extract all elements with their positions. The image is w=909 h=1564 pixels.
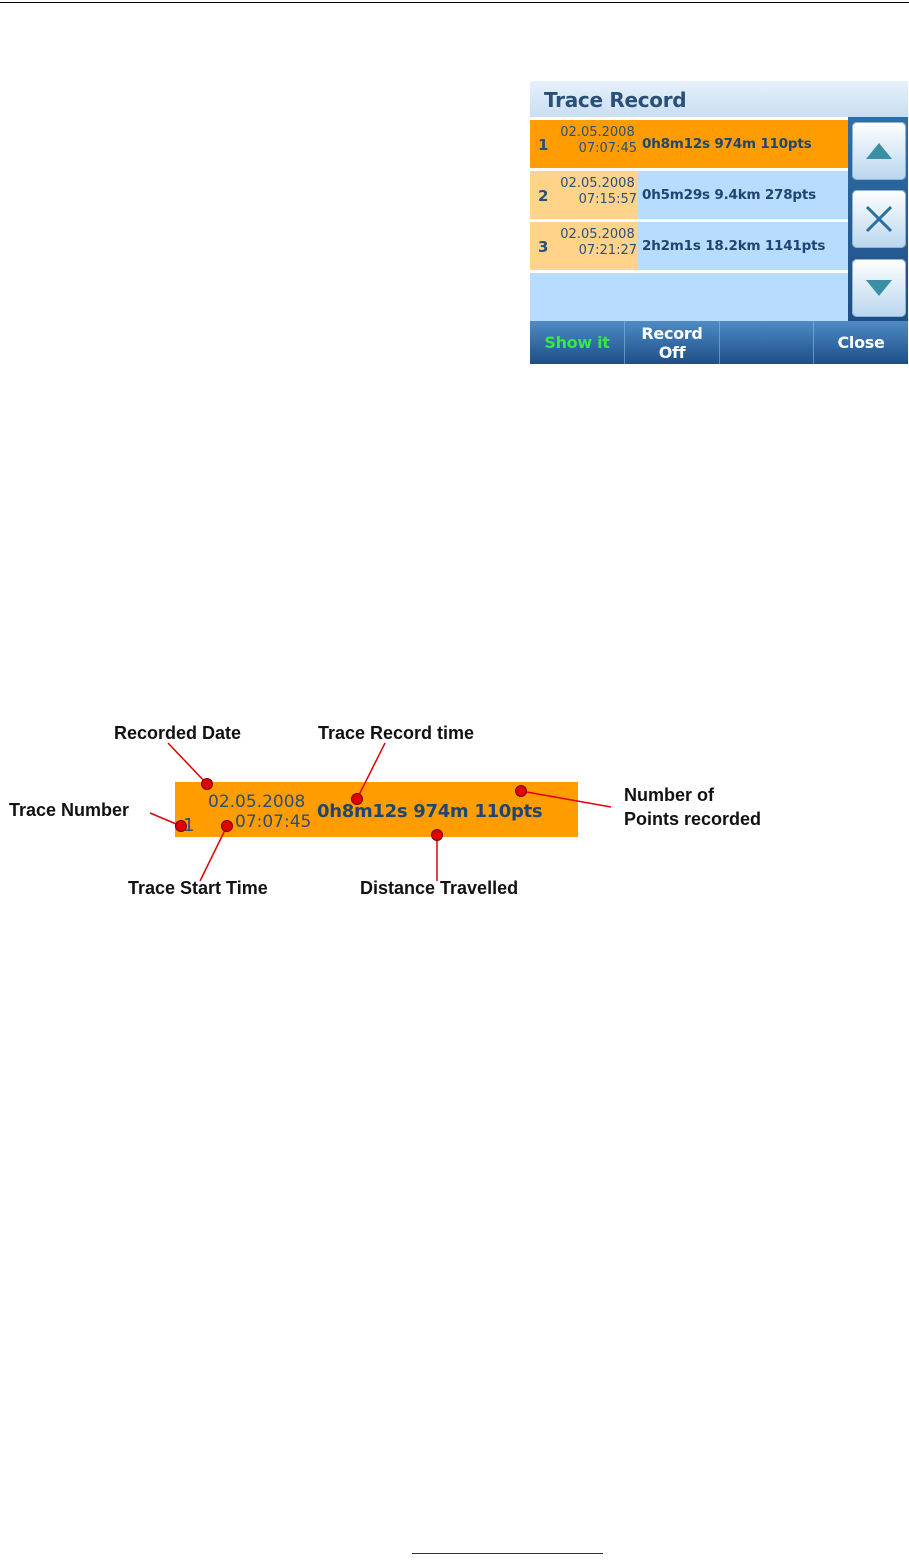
blank-button[interactable] [720,321,813,364]
label-points-line1: Number of [624,785,714,805]
trace-row-2[interactable]: 2 02.05.2008 07:15:57 0h5m29s 9.4km 278p… [530,171,848,219]
trace-stats: 2h2m1s 18.2km 1141pts [642,238,826,254]
title-bar: Trace Record [530,81,908,117]
delete-trace-button[interactable] [852,190,906,248]
trace-list: 1 02.05.2008 07:07:45 0h8m12s 974m 110pt… [530,117,848,321]
trace-stats: 0h5m29s 9.4km 278pts [642,187,816,203]
window-title: Trace Record [544,88,687,112]
down-arrow-icon [866,280,892,296]
trace-record-window: Trace Record 1 02.05.2008 07:07:45 0h8m1… [530,81,908,364]
trace-start-time: 07:15:57 [578,192,637,207]
footer-rule [412,1553,603,1554]
recorded-date-marker [201,778,213,790]
trace-number: 2 [538,187,549,205]
record-off-button[interactable]: Record Off [625,321,719,364]
example-trace-start-time: 07:07:45 [235,812,312,832]
label-trace-start-time: Trace Start Time [128,878,268,898]
trace-number: 1 [538,136,549,154]
trace-row-1[interactable]: 1 02.05.2008 07:07:45 0h8m12s 974m 110pt… [530,120,848,168]
callout-lines [149,742,612,882]
label-points-line2: Points recorded [624,809,762,829]
empty-list-slot [530,273,848,321]
points-marker [515,785,527,797]
show-it-button[interactable]: Show it [544,333,610,352]
record-time-marker [351,793,363,805]
example-trace-stats: 0h8m12s 974m 110pts [317,801,543,822]
off-label: Off [658,342,686,362]
distance-marker [431,829,443,841]
up-arrow-icon [866,143,892,159]
trace-number-marker [175,820,187,832]
trace-date: 02.05.2008 [560,227,635,242]
scroll-down-button[interactable] [852,259,906,317]
bottom-bar: Show it Record Off Close [530,321,908,364]
record-label: Record [641,323,703,343]
trace-stats: 0h8m12s 974m 110pts [642,136,812,152]
trace-date: 02.05.2008 [560,176,635,191]
trace-start-time: 07:21:27 [578,243,637,258]
points-leader [520,790,612,808]
top-rule [0,2,909,3]
trace-start-time: 07:07:45 [578,141,637,156]
annotated-diagram: 1 02.05.2008 07:07:45 0h8m12s 974m 110pt… [0,715,909,915]
side-panel [848,117,908,321]
trace-row-example: 1 02.05.2008 07:07:45 0h8m12s 974m 110pt… [175,782,578,837]
trace-row-3[interactable]: 3 02.05.2008 07:21:27 2h2m1s 18.2km 1141… [530,222,848,270]
label-recorded-date: Recorded Date [114,723,242,743]
example-trace-number: 1 [183,815,195,836]
record-time-leader [356,742,386,800]
label-trace-number: Trace Number [9,800,130,820]
label-trace-record-time: Trace Record time [318,723,475,743]
recorded-date-leader [167,742,208,785]
close-x-icon [865,205,893,233]
trace-date: 02.05.2008 [560,125,635,140]
start-time-marker [221,820,233,832]
close-button[interactable]: Close [837,333,885,352]
label-number-of-points: Number of Points recorded [624,783,761,831]
label-distance-travelled: Distance Travelled [360,878,519,898]
start-time-leader [199,825,228,882]
scroll-up-button[interactable] [852,122,906,180]
trace-number: 3 [538,238,549,256]
example-trace-date: 02.05.2008 [208,792,306,812]
